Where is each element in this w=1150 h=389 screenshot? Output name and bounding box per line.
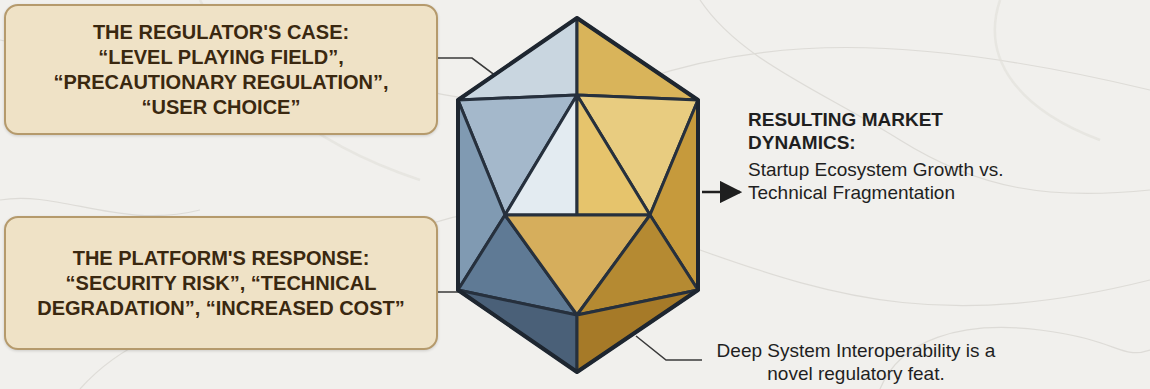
footnote-text: Deep System Interoperability is a novel … xyxy=(706,339,1006,385)
result-heading: RESULTING MARKET DYNAMICS: xyxy=(748,108,998,154)
box-heading: THE PLATFORM'S RESPONSE: xyxy=(18,246,424,271)
argument-box: THE PLATFORM'S RESPONSE:“SECURITY RISK”,… xyxy=(4,216,438,350)
result-body: Startup Ecosystem Growth vs. Technical F… xyxy=(748,158,1028,204)
argument-box: THE REGULATOR'S CASE:“LEVEL PLAYING FIEL… xyxy=(4,4,438,135)
box-body: “LEVEL PLAYING FIELD”, “PRECAUTIONARY RE… xyxy=(18,45,424,120)
box-body: “SECURITY RISK”, “TECHNICAL DEGRADATION”… xyxy=(18,271,424,321)
box-heading: THE REGULATOR'S CASE: xyxy=(18,20,424,45)
